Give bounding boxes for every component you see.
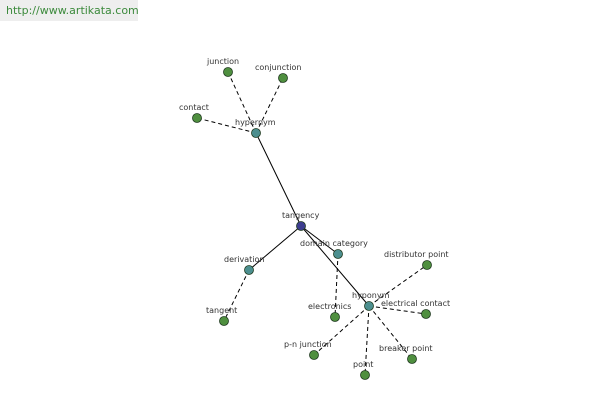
- url-bar: http://www.artikata.com: [0, 0, 139, 21]
- node-junction[interactable]: junction: [206, 57, 239, 77]
- edges-layer: [196, 71, 428, 376]
- node-dot-hypernym[interactable]: [251, 128, 261, 138]
- node-label-distributor[interactable]: distributor point: [384, 250, 449, 259]
- node-tangency[interactable]: tangency: [282, 211, 320, 231]
- node-label-contact[interactable]: contact: [179, 103, 209, 112]
- node-dot-tangent[interactable]: [219, 316, 229, 326]
- edge-domain-electronics: [334, 253, 339, 318]
- node-dot-tangency[interactable]: [296, 221, 306, 231]
- node-dot-distributor[interactable]: [422, 260, 432, 270]
- node-label-hypernym[interactable]: hypernym: [235, 118, 276, 127]
- node-hypernym[interactable]: hypernym: [235, 118, 276, 138]
- node-label-tangent[interactable]: tangent: [206, 306, 237, 315]
- node-label-conjunction[interactable]: conjunction: [255, 63, 301, 72]
- node-label-electronics[interactable]: electronics: [308, 302, 351, 311]
- node-label-junction[interactable]: junction: [206, 57, 239, 66]
- node-breaker[interactable]: breaker point: [379, 344, 433, 364]
- node-label-pn[interactable]: p-n junction: [284, 340, 332, 349]
- node-electrical[interactable]: electrical contact: [381, 299, 450, 319]
- node-point[interactable]: point: [353, 360, 373, 380]
- node-label-derivation[interactable]: derivation: [224, 255, 264, 264]
- edge-tangency-hypernym: [255, 132, 302, 227]
- node-dot-point[interactable]: [360, 370, 370, 380]
- node-dot-electrical[interactable]: [421, 309, 431, 319]
- node-hyponym[interactable]: hyponym: [352, 291, 390, 311]
- node-label-domain[interactable]: domain category: [300, 239, 368, 248]
- node-label-tangency[interactable]: tangency: [282, 211, 320, 220]
- node-contact[interactable]: contact: [179, 103, 209, 123]
- edge-derivation-tangent: [223, 269, 250, 322]
- node-label-breaker[interactable]: breaker point: [379, 344, 433, 353]
- node-pn[interactable]: p-n junction: [284, 340, 332, 360]
- node-dot-hyponym[interactable]: [364, 301, 374, 311]
- node-dot-conjunction[interactable]: [278, 73, 288, 83]
- node-derivation[interactable]: derivation: [224, 255, 264, 275]
- edge-hypernym-contact: [196, 117, 257, 134]
- edge-hyponym-electrical: [368, 305, 427, 315]
- node-conjunction[interactable]: conjunction: [255, 63, 301, 83]
- edge-hyponym-distributor: [368, 264, 428, 307]
- node-dot-pn[interactable]: [309, 350, 319, 360]
- nodes-layer: tangency hypernym derivation domain categor…: [179, 57, 450, 380]
- node-label-hyponym[interactable]: hyponym: [352, 291, 390, 300]
- site-url-link[interactable]: http://www.artikata.com: [6, 4, 139, 17]
- node-dot-domain[interactable]: [333, 249, 343, 259]
- node-dot-breaker[interactable]: [407, 354, 417, 364]
- node-label-point[interactable]: point: [353, 360, 373, 369]
- edge-tangency-derivation: [248, 225, 302, 271]
- node-label-electrical[interactable]: electrical contact: [381, 299, 450, 308]
- node-dot-junction[interactable]: [223, 67, 233, 77]
- edge-hyponym-point: [364, 305, 370, 376]
- node-electronics[interactable]: electronics: [308, 302, 351, 322]
- node-distributor[interactable]: distributor point: [384, 250, 449, 270]
- edge-hypernym-conjunction: [255, 77, 284, 134]
- edge-hyponym-pn: [313, 305, 370, 356]
- node-tangent[interactable]: tangent: [206, 306, 237, 326]
- edge-hyponym-breaker: [368, 305, 413, 360]
- node-dot-derivation[interactable]: [244, 265, 254, 275]
- node-dot-contact[interactable]: [192, 113, 202, 123]
- node-dot-electronics[interactable]: [330, 312, 340, 322]
- edge-tangency-domain: [300, 225, 339, 255]
- node-domain[interactable]: domain category: [300, 239, 368, 259]
- edge-tangency-hyponym: [300, 225, 370, 307]
